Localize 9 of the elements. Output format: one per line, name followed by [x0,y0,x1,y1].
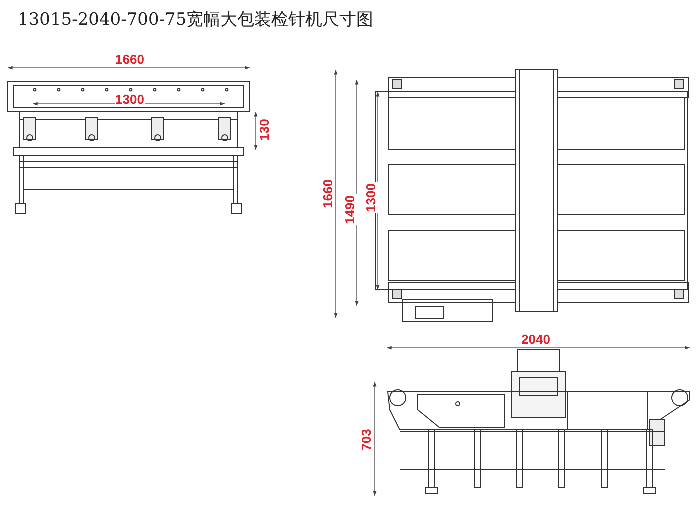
dimension-label: 1660 [320,178,335,210]
dimension-label: 130 [258,118,272,142]
drawing-title: 13015-2040-700-75宽幅大包装检针机尺寸图 [18,9,374,31]
dimension-label: 1490 [342,194,357,226]
dimension-label: 2040 [520,333,552,347]
dimension-label: 1300 [114,93,146,107]
dimension-label: 703 [360,428,374,452]
dimension-label: 1660 [114,53,146,67]
dimension-label: 1300 [364,182,378,214]
